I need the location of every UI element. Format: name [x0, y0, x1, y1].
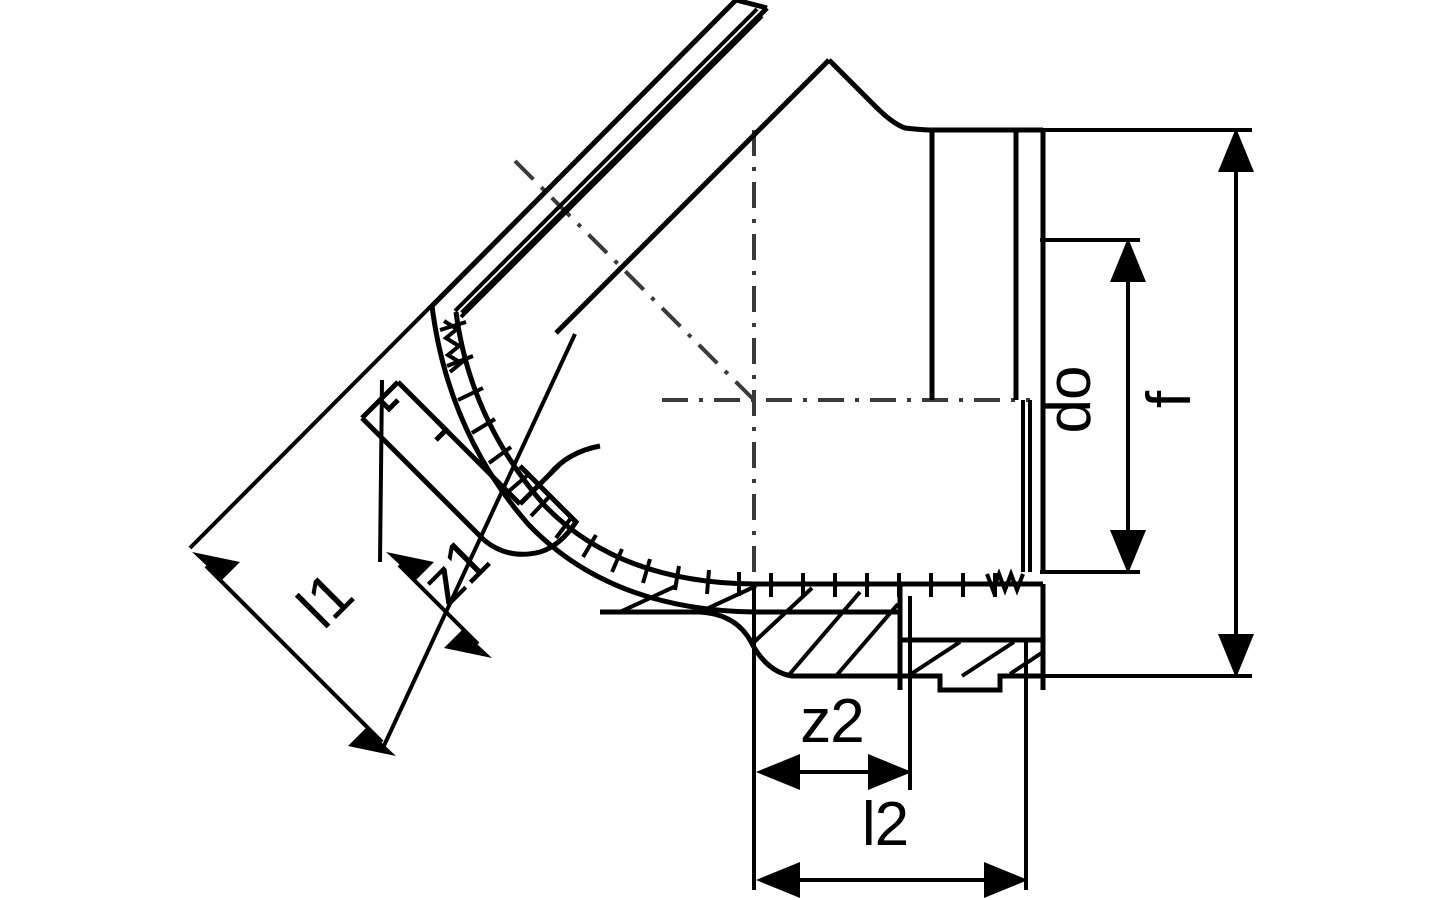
- dimension-l1-extension-end: [380, 333, 577, 751]
- dimension-do-label: do: [1035, 367, 1104, 434]
- dimension-do-arrow-bottom: [1110, 530, 1146, 574]
- dimension-l1-label: l1: [285, 560, 367, 642]
- fitting-body-outline: [360, 0, 1046, 693]
- dimension-z1-line: [397, 563, 480, 646]
- dimension-z1-arrow-end: [444, 630, 492, 658]
- centerline-diagonal: [510, 156, 756, 402]
- dimension-z1-arrow-start: [386, 552, 434, 580]
- bend-inner-wall-upper-curve: [453, 311, 1043, 587]
- angled-branch-outer-top-edge-2: [460, 6, 769, 315]
- break-symbol-right: [985, 568, 1025, 596]
- angled-branch-bore-line-1: [453, 7, 759, 313]
- dimension-l2-label: l2: [862, 790, 908, 859]
- section-hatching-lower-wedge: [619, 584, 900, 678]
- angled-socket-throat: [548, 443, 601, 476]
- lower-socket-block-step: [900, 673, 1043, 693]
- dimension-z2-arrow-left: [756, 754, 800, 790]
- dimension-f-arrow-bottom: [1218, 634, 1254, 678]
- centerlines: [510, 130, 1030, 790]
- dimension-z1-label: z1: [409, 525, 503, 619]
- break-symbol-left: [442, 319, 465, 374]
- section-hatching-lower-socket: [906, 640, 1045, 678]
- angled-socket-cavity: [482, 464, 580, 557]
- angled-socket-bore-step: [434, 418, 450, 442]
- dimension-l1-arrow-start: [192, 552, 240, 580]
- section-hatching-bend: [439, 320, 997, 597]
- dimension-l1-line: [204, 564, 384, 744]
- bend-shoulder-crest: [827, 58, 933, 133]
- dimension-z2-label: z2: [800, 687, 863, 756]
- angled-branch-socket-chamfer: [735, 0, 768, 11]
- dimension-do: do: [1035, 238, 1146, 574]
- angled-socket-inner-line-1: [396, 380, 522, 506]
- dimension-do-arrow-top: [1110, 238, 1146, 282]
- dimension-f-label: f: [1135, 390, 1204, 408]
- dimension-z2-arrow-right: [868, 754, 912, 790]
- lower-body-internal-contour: [600, 609, 900, 679]
- dimension-f-arrow-top: [1218, 128, 1254, 172]
- dimension-l1-extension-start: [188, 0, 738, 550]
- dimension-l1-arrow-end: [348, 728, 396, 756]
- dimension-l2: l2: [752, 612, 1028, 898]
- bend-inner-wall-lower-curve: [429, 305, 900, 615]
- dimension-l2-arrow-right: [984, 862, 1028, 898]
- dimension-z1-extension-start: [378, 379, 384, 563]
- dimension-l2-arrow-left: [756, 862, 800, 898]
- angled-branch-bore-line-2: [459, 14, 764, 319]
- dimension-f: f: [1040, 128, 1254, 678]
- angled-branch-outer-bottom-edge: [554, 58, 831, 335]
